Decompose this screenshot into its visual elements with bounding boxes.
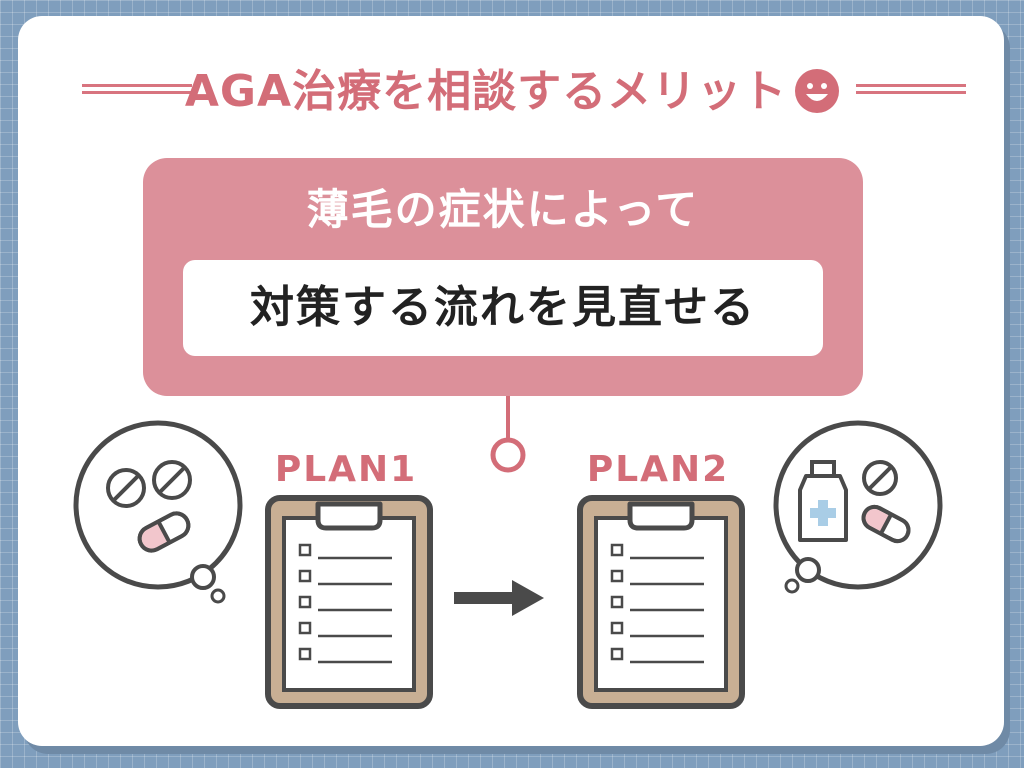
page-title: AGA治療を相談するメリット: [184, 66, 788, 117]
clipboard-plan1-icon: [265, 495, 433, 709]
header: AGA治療を相談するメリット: [0, 60, 1024, 124]
medicine-bottle-and-pills-icon: [773, 420, 943, 594]
panel-highlight-box: 対策する流れを見直せる: [183, 260, 823, 356]
pills-and-capsule-icon: [73, 420, 243, 604]
plan2-label: PLAN2: [586, 449, 730, 490]
panel-heading: 薄毛の症状によって: [306, 185, 700, 234]
header-rule-right: [856, 84, 966, 94]
smiley-face-icon: [795, 69, 839, 113]
message-panel: 薄毛の症状によって 対策する流れを見直せる: [143, 158, 863, 396]
connector-pin: [490, 396, 526, 473]
plan1-label: PLAN1: [274, 449, 418, 490]
header-rule-left: [82, 84, 192, 94]
panel-highlight-text: 対策する流れを見直せる: [250, 282, 756, 333]
clipboard-plan2-icon: [577, 495, 745, 709]
arrow-right-icon: [454, 580, 544, 616]
